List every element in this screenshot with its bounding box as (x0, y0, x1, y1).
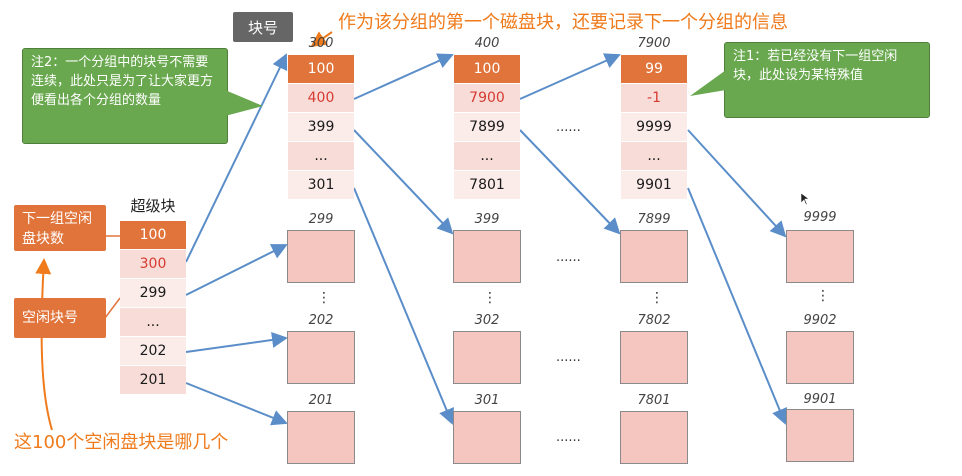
disk-block (786, 331, 854, 384)
disk-label: 9901 (803, 392, 837, 407)
disk-block (453, 411, 521, 464)
disk-block (620, 331, 688, 384)
group-cell-next: -1 (621, 84, 687, 113)
ellipsis: ...... (556, 350, 581, 365)
superblock-cell-next: 300 (120, 250, 186, 279)
arrow-super-300 (185, 53, 288, 263)
group-cell: ... (288, 142, 354, 171)
group-cell-count: 99 (621, 55, 687, 84)
note2-callout: 注2：一个分组中的块号不需要连续，此处只是为了让大家更方便看出各个分组的数量 (22, 48, 228, 144)
headline-arrow (310, 31, 333, 48)
group-cell: 9901 (621, 171, 687, 200)
arrow-g7900-9999 (687, 129, 787, 238)
disk-label: 299 (308, 212, 334, 227)
disk-block (453, 230, 521, 283)
group-cell-count: 100 (454, 55, 520, 84)
label-connector-2 (104, 297, 121, 319)
disk-block (287, 230, 355, 283)
disk-block (786, 230, 854, 283)
disk-label: 7801 (637, 393, 671, 408)
disk-label: 201 (308, 393, 334, 408)
mouse-cursor-icon (800, 192, 810, 206)
arrow-super-299 (185, 244, 288, 296)
vertical-ellipsis: ⋮ (650, 290, 664, 306)
disk-label: 9999 (803, 210, 837, 225)
arrow-super-202 (185, 332, 288, 353)
superblock-cell: ... (120, 308, 186, 337)
bottom-question: 这100个空闲盘块是哪几个 (14, 432, 229, 453)
disk-label: 9902 (803, 313, 837, 328)
superblock-cell: 201 (120, 366, 186, 395)
vertical-ellipsis: ⋮ (483, 290, 497, 306)
disk-label: 301 (474, 393, 500, 408)
superblock-cell: 202 (120, 337, 186, 366)
vertical-ellipsis: ⋮ (317, 290, 331, 306)
group-cell-next: 400 (288, 84, 354, 113)
disk-label: 302 (474, 313, 500, 328)
disk-label: 399 (474, 212, 500, 227)
group-cell-next: 7900 (454, 84, 520, 113)
disk-block (453, 331, 521, 384)
group-cell: ... (454, 142, 520, 171)
group-block-label: 7900 (637, 36, 671, 51)
ellipsis: ...... (556, 120, 581, 135)
ellipsis: ...... (556, 430, 581, 445)
arrow-g300-301 (353, 187, 454, 425)
headline-text: 作为该分组的第一个磁盘块，还要记录下一个分组的信息 (338, 12, 788, 33)
vertical-ellipsis: ⋮ (816, 288, 830, 304)
disk-label: 7899 (637, 212, 671, 227)
group-cell: 7899 (454, 113, 520, 142)
disk-block (287, 331, 355, 384)
disk-block (786, 409, 854, 462)
disk-block (287, 411, 355, 464)
note1-callout: 注1：若已经没有下一组空闲块，此处设为某特殊值 (724, 42, 930, 118)
group-cell: 7801 (454, 171, 520, 200)
arrow-g400-7899 (519, 129, 621, 235)
free-block-number-label: 空闲块号 (14, 298, 106, 338)
arrow-g300-399 (353, 129, 454, 235)
note1-pointer (690, 70, 726, 96)
disk-label: 7802 (637, 313, 671, 328)
arrow-super-201 (185, 382, 288, 426)
disk-block (620, 230, 688, 283)
arrow-g7900-9901 (687, 187, 788, 425)
superblock-cell-count: 100 (120, 221, 186, 250)
group-cell: 301 (288, 171, 354, 200)
disk-label: 202 (308, 313, 334, 328)
question-arrow (35, 258, 53, 431)
group-cell: ... (621, 142, 687, 171)
block-number-tag: 块号 (233, 12, 293, 42)
note2-pointer (225, 90, 263, 116)
group-block-label: 400 (474, 36, 500, 51)
disk-block (620, 411, 688, 464)
arrow-g400-7900 (519, 53, 621, 100)
group-block-label: 300 (308, 36, 334, 51)
group-cell: 9999 (621, 113, 687, 142)
group-cell: 399 (288, 113, 354, 142)
arrow-g300-400 (353, 53, 454, 100)
next-group-count-label: 下一组空闲盘块数 (14, 205, 106, 251)
superblock-title: 超级块 (130, 197, 176, 215)
ellipsis: ...... (556, 250, 581, 265)
group-cell-count: 100 (288, 55, 354, 84)
superblock-cell: 299 (120, 279, 186, 308)
